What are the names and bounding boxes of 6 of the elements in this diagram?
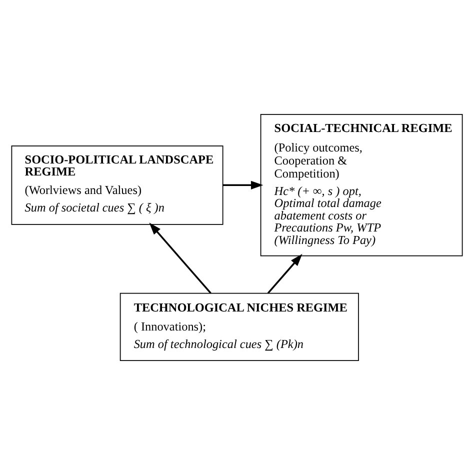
node-box: SOCIAL-TECHNICAL REGIME (Policy outcomes, Cooperation & Competition) Hc* (+ ∞, s ) opt, Optimal total damage abatement costs or Precautions Pw, WTP (Willingness To Pay) bbox=[260, 114, 463, 256]
node-box: TECHNOLOGICAL NICHES REGIME ( Innovations); Sum of technological cues ∑ (Pk)n bbox=[120, 292, 359, 360]
arrow bbox=[149, 222, 212, 294]
arrow bbox=[267, 253, 302, 294]
arrow bbox=[222, 180, 264, 189]
node-box: SOCIO-POLITICAL LANDSCAPE REGIME (Worlviews and Values) Sum of societal cues ∑ ( ξ )n bbox=[11, 144, 224, 224]
